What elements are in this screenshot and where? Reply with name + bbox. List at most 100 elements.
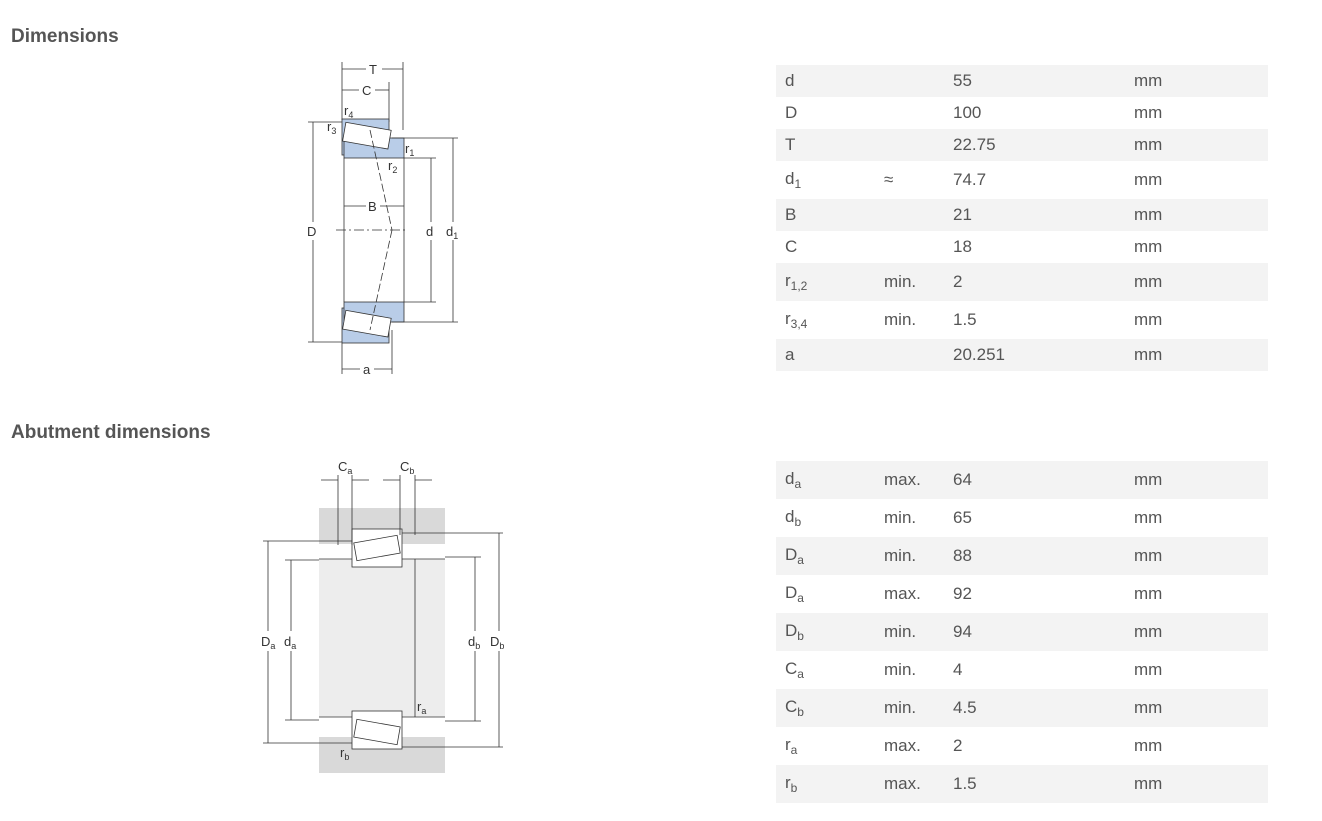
table-row: ra max. 2 mm bbox=[776, 727, 1268, 765]
qualifier-cell: max. bbox=[884, 736, 921, 755]
symbol: T bbox=[785, 135, 796, 154]
qualifier-cell bbox=[875, 129, 944, 161]
dimensions-heading: Dimensions bbox=[11, 26, 119, 47]
qualifier-cell bbox=[875, 97, 944, 129]
symbol-subscript: a bbox=[797, 553, 804, 567]
symbol-cell: Db bbox=[776, 613, 875, 651]
value-cell: 20.251 bbox=[944, 339, 1125, 371]
qualifier-cell: min. bbox=[884, 508, 917, 527]
symbol: r bbox=[785, 773, 791, 792]
symbol: a bbox=[785, 345, 795, 364]
symbol-cell: r1,2 bbox=[776, 263, 875, 301]
symbol-subscript: 1 bbox=[794, 177, 802, 191]
label-r3: r3 bbox=[327, 119, 336, 136]
unit-cell: mm bbox=[1134, 103, 1163, 122]
label-r1: r1 bbox=[405, 141, 414, 158]
symbol: C bbox=[785, 659, 798, 678]
unit-cell: mm bbox=[1134, 508, 1163, 527]
value-cell: 2 bbox=[944, 263, 1125, 301]
symbol-cell: Ca bbox=[776, 651, 875, 689]
symbol: C bbox=[785, 237, 798, 256]
unit-cell: mm bbox=[1125, 263, 1268, 301]
symbol-cell: Da bbox=[776, 575, 875, 613]
symbol-cell: B bbox=[776, 199, 875, 231]
label-a: a bbox=[363, 362, 371, 377]
label-rb: rb bbox=[340, 745, 349, 762]
table-row: db min. 65 mm bbox=[776, 499, 1268, 537]
label-Da: Da bbox=[261, 634, 275, 651]
qualifier-cell: max. bbox=[884, 584, 921, 603]
label-D: D bbox=[307, 224, 316, 239]
value-cell: 22.75 bbox=[944, 129, 1125, 161]
value-cell: 1.5 bbox=[944, 765, 1125, 803]
unit-cell: mm bbox=[1125, 65, 1268, 97]
label-d1: d1 bbox=[446, 224, 458, 241]
qualifier-cell: max. bbox=[875, 765, 944, 803]
value-cell: 74.7 bbox=[953, 170, 987, 189]
symbol-subscript: 3,4 bbox=[790, 317, 808, 331]
value-cell: 64 bbox=[944, 461, 1125, 499]
label-C: C bbox=[362, 83, 371, 98]
value-cell: 94 bbox=[944, 613, 1125, 651]
symbol: r bbox=[785, 735, 791, 754]
abutment-dimensions-drawing: Ca Cb Da da db Db ra rb bbox=[261, 459, 504, 773]
label-r2: r2 bbox=[388, 158, 397, 175]
unit-cell: mm bbox=[1134, 237, 1163, 256]
bearing-dimensions-drawing: T C r4 r3 r1 r2 B D d d1 a bbox=[307, 62, 458, 377]
unit-cell: mm bbox=[1125, 613, 1268, 651]
symbol-subscript: a bbox=[794, 477, 802, 491]
symbol: D bbox=[785, 621, 798, 640]
symbol-subscript: a bbox=[797, 667, 804, 681]
value-cell: 65 bbox=[953, 508, 972, 527]
symbol: r bbox=[785, 309, 791, 328]
qualifier-cell bbox=[875, 65, 944, 97]
unit-cell: mm bbox=[1125, 689, 1268, 727]
label-Cb: Cb bbox=[400, 459, 414, 476]
value-cell: 88 bbox=[944, 537, 1125, 575]
unit-cell: mm bbox=[1125, 461, 1268, 499]
value-cell: 2 bbox=[953, 736, 963, 755]
symbol-cell: d bbox=[776, 65, 875, 97]
table-row: Ca min. 4 mm bbox=[776, 651, 1268, 689]
unit-cell: mm bbox=[1125, 199, 1268, 231]
qualifier-cell: min. bbox=[875, 263, 944, 301]
symbol-subscript: b bbox=[797, 705, 804, 719]
qualifier-cell bbox=[875, 199, 944, 231]
abutment-heading: Abutment dimensions bbox=[11, 422, 211, 443]
symbol-cell: T bbox=[776, 129, 875, 161]
value-cell: 55 bbox=[944, 65, 1125, 97]
label-da: da bbox=[284, 634, 296, 651]
qualifier-cell: ≈ bbox=[884, 170, 894, 189]
qualifier-cell: min. bbox=[875, 613, 944, 651]
qualifier-cell bbox=[875, 231, 944, 263]
label-B: B bbox=[368, 199, 377, 214]
unit-cell: mm bbox=[1125, 765, 1268, 803]
symbol-subscript: a bbox=[790, 743, 798, 757]
symbol-cell: C bbox=[776, 231, 875, 263]
unit-cell: mm bbox=[1134, 736, 1163, 755]
symbol-cell: da bbox=[776, 461, 875, 499]
qualifier-cell: min. bbox=[884, 660, 917, 679]
symbol-cell: ra bbox=[776, 727, 875, 765]
value-cell: 21 bbox=[944, 199, 1125, 231]
symbol-cell: db bbox=[776, 499, 875, 537]
symbol-subscript: b bbox=[794, 515, 802, 529]
qualifier-cell: min. bbox=[875, 689, 944, 727]
symbol: D bbox=[785, 583, 798, 602]
unit-cell: mm bbox=[1134, 660, 1163, 679]
symbol-cell: d1 bbox=[776, 161, 875, 199]
value-cell: 4 bbox=[953, 660, 963, 679]
qualifier-cell: max. bbox=[875, 461, 944, 499]
